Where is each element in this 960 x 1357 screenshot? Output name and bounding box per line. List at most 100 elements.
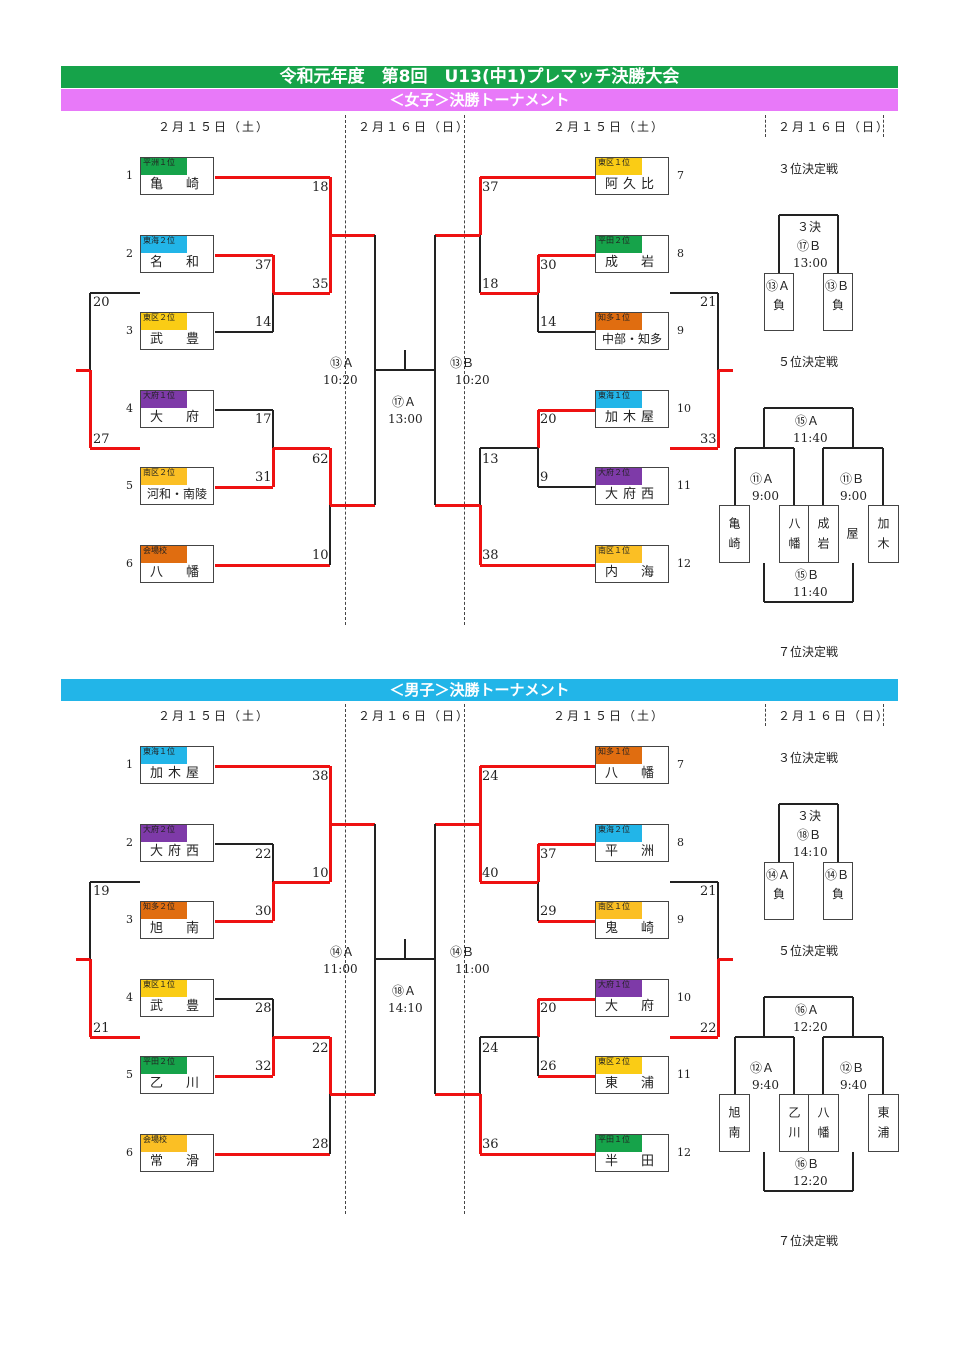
bracket-line	[328, 1037, 332, 1094]
team-name: 加木屋	[149, 766, 204, 781]
bracket-line	[435, 822, 480, 826]
bracket-line	[852, 408, 854, 448]
girls-place3-right-box	[823, 273, 853, 331]
team-name: 大 府	[604, 999, 659, 1014]
boys-match-13a: ⑭Ａ	[330, 945, 355, 959]
bracket-line	[272, 410, 274, 448]
bracket-line	[478, 766, 482, 824]
bracket-line	[480, 291, 538, 295]
boys-score-0: 38	[312, 769, 329, 784]
girls-place5-la: ⑪Ａ	[750, 472, 775, 486]
boys-place5-team-0: 旭南	[719, 1094, 750, 1152]
team-rank-tag: 知多１位	[596, 747, 642, 764]
girls-score-1: 37	[255, 258, 272, 273]
boys-separator	[883, 704, 884, 726]
bracket-line	[670, 1035, 718, 1039]
team-rank-tag: 平田２位	[141, 1057, 187, 1074]
team-name: 大府西	[604, 487, 659, 502]
girls-score-4: 20	[93, 295, 110, 310]
girls-place5-team-0: 亀崎	[719, 505, 750, 563]
bracket-line	[88, 370, 92, 448]
bracket-line	[823, 447, 883, 449]
boys-score-9: 28	[312, 1137, 329, 1152]
boys-place7-label: ７位決定戦	[778, 1234, 839, 1248]
bracket-line	[764, 407, 853, 409]
girls-place5-top: ⑮Ａ	[795, 414, 820, 428]
bracket-line	[215, 331, 273, 333]
boys-team-box-3: 知多２位旭 南	[140, 901, 214, 939]
bracket-line	[215, 563, 330, 567]
girls-place5-bottom: ⑮Ｂ	[795, 568, 820, 582]
girls-place7-label: ７位決定戦	[778, 645, 839, 659]
bracket-line	[779, 803, 838, 805]
bracket-line	[478, 1094, 482, 1154]
boys-match-13b-time: 11:00	[455, 962, 490, 976]
team-name: 乙 川	[149, 1076, 204, 1091]
boys-score-6: 28	[255, 1001, 272, 1016]
boys-match-13a-time: 11:00	[323, 962, 358, 976]
bracket-line	[215, 175, 330, 179]
bracket-line	[537, 448, 539, 487]
bracket-line	[538, 997, 595, 1001]
boys-date-2: ２月１５日（土）	[553, 709, 666, 723]
page-title: 令和元年度 第8回 U13(中1)プレマッチ決勝大会	[61, 66, 898, 88]
team-rank-tag: 平田２位	[596, 236, 642, 253]
bracket-line	[538, 408, 595, 412]
bracket-line	[404, 939, 406, 959]
bracket-line	[538, 253, 595, 257]
girls-separator	[765, 115, 766, 137]
girls-seed-9: 9	[677, 324, 684, 337]
girls-score-8: 62	[312, 452, 329, 467]
girls-team-box-9: 知多１位中部・知多	[595, 312, 669, 350]
bracket-line	[480, 175, 595, 179]
girls-seed-5: 5	[126, 479, 133, 492]
boys-score-5: 21	[93, 1021, 110, 1036]
boys-score-7: 32	[255, 1059, 272, 1074]
girls-header: ＜女子＞決勝トーナメント	[61, 89, 898, 111]
boys-score-3: 10	[312, 866, 329, 881]
girls-date-1: ２月１６日（日）	[358, 120, 471, 134]
girls-score-6: 17	[255, 412, 272, 427]
boys-seed-10: 10	[677, 991, 691, 1004]
team-rank-tag: 東区２位	[596, 1057, 642, 1074]
bracket-line	[734, 1037, 736, 1094]
girls-score-11: 30	[540, 258, 557, 273]
team-rank-tag: 南区１位	[596, 902, 642, 919]
bracket-line	[536, 255, 540, 293]
bracket-line	[330, 822, 375, 826]
boys-score-8: 22	[312, 1041, 329, 1056]
bracket-line	[718, 368, 733, 372]
boys-team-box-11: 東区２位東 浦	[595, 1056, 669, 1094]
bracket-line	[330, 1092, 375, 1096]
boys-score-17: 24	[482, 1041, 499, 1056]
bracket-line	[716, 959, 720, 1037]
boys-score-2: 30	[255, 904, 272, 919]
girls-team-box-5: 南区２位河和・南陵	[140, 467, 214, 505]
girls-place3-left-2: 負	[773, 298, 786, 312]
boys-place3-label: ３位決定戦	[778, 751, 839, 765]
girls-score-3: 35	[312, 277, 329, 292]
boys-place5-top-time: 12:20	[793, 1020, 828, 1034]
team-name: 東 浦	[604, 1076, 659, 1091]
girls-score-17: 13	[482, 452, 499, 467]
boys-header: ＜男子＞決勝トーナメント	[61, 679, 898, 701]
bracket-line	[536, 999, 540, 1037]
girls-score-15: 20	[540, 412, 557, 427]
boys-place5-team-1: 乙川	[779, 1094, 810, 1152]
bracket-line	[215, 1074, 273, 1078]
bracket-line	[76, 368, 90, 372]
girls-team-box-8: 平田２位成 岩	[595, 235, 669, 273]
girls-team-box-6: 会場校八 幡	[140, 545, 214, 583]
bracket-line	[852, 997, 854, 1037]
boys-seed-7: 7	[677, 758, 684, 771]
girls-team-box-7: 東区１位阿久比	[595, 157, 669, 195]
bracket-line	[271, 448, 275, 487]
girls-place5-ra: ⑪Ｂ	[840, 472, 865, 486]
girls-place3-l3: 13:00	[793, 256, 828, 270]
girls-team-box-4: 大府１位大 府	[140, 390, 214, 428]
team-rank-tag: 知多１位	[596, 313, 642, 330]
bracket-line	[273, 1035, 330, 1039]
team-rank-tag: 東海２位	[596, 825, 642, 842]
bracket-line	[536, 410, 540, 448]
bracket-line	[763, 997, 765, 1037]
